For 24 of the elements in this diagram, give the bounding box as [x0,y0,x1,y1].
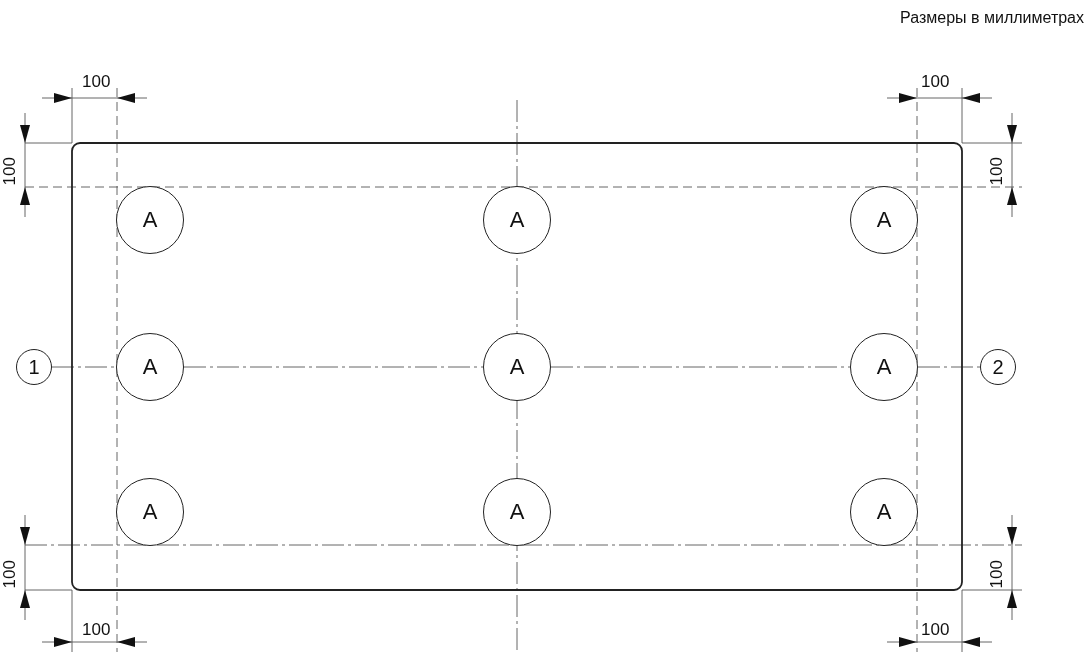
dimension-text: 100 [82,73,111,90]
center-line [550,366,851,368]
callout-number: 1 [16,349,52,385]
center-line [917,366,981,368]
dimension-text: 100 [1,560,18,589]
center-line [51,366,117,368]
hole-marker: A [850,186,918,254]
hole-marker: A [116,186,184,254]
hole-marker: A [483,333,551,401]
dimension-text: 100 [82,621,111,638]
hole-marker: A [850,478,918,546]
dimension-text: 100 [988,560,1005,589]
callout-number: 2 [980,349,1016,385]
center-line [183,366,484,368]
dimension-text: 100 [921,621,950,638]
hole-marker: A [850,333,918,401]
hole-marker: A [483,478,551,546]
dimension-text: 100 [921,73,950,90]
hole-marker: A [116,478,184,546]
dimension-text: 100 [1,157,18,186]
units-note: Размеры в миллиметрах [900,10,1084,26]
hole-marker: A [483,186,551,254]
hole-marker: A [116,333,184,401]
dimension-text: 100 [988,157,1005,186]
